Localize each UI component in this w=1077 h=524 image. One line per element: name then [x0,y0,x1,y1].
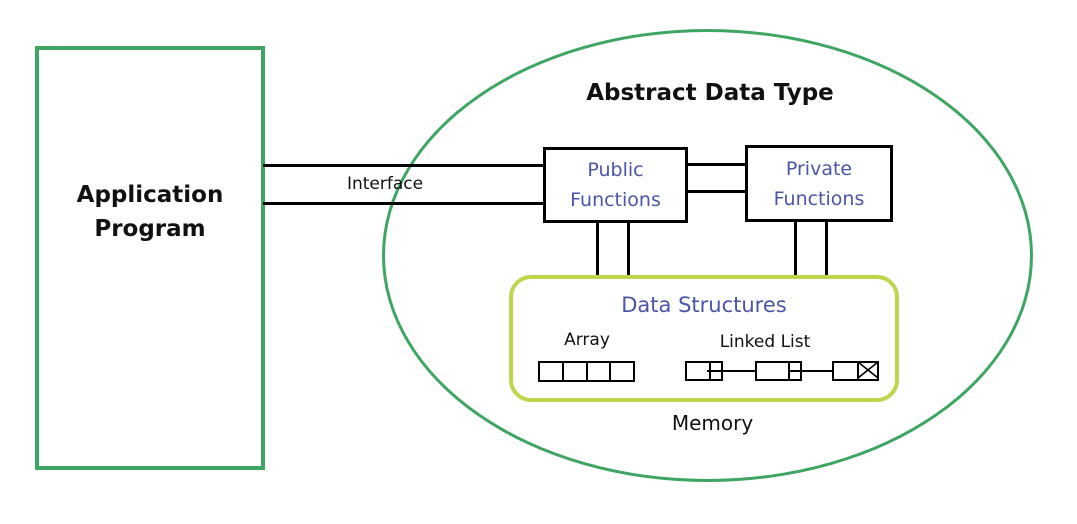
array-cell [564,363,588,380]
array-diagram [538,361,635,382]
public-functions-box: Public Functions [543,147,688,223]
private-datastructures-line-left [794,220,797,277]
application-program-label: Application Program [76,182,224,242]
public-private-line-top [686,163,747,166]
application-program-box [35,46,265,470]
array-label: Array [564,330,610,350]
linked-list-label: Linked List [719,332,811,352]
private-functions-box: Private Functions [745,145,893,222]
public-functions-label: Public Functions [570,159,661,211]
adt-ellipse-outline [382,29,1033,482]
array-cell [588,363,612,380]
interface-label: Interface [346,174,424,194]
interface-line-top [263,164,545,167]
adt-title: Abstract Data Type [586,80,834,106]
linked-list-node [832,361,879,381]
node-pointer-divider [857,363,859,379]
public-datastructures-line-left [596,221,599,277]
memory-label: Memory [671,411,754,435]
private-functions-label: Private Functions [773,157,865,210]
array-cell [611,363,633,380]
linked-list-link-line [789,370,834,372]
linked-list-link-line [707,370,757,372]
public-datastructures-line-right [627,221,630,277]
public-private-line-bottom [686,190,747,193]
interface-line-bottom [263,202,545,205]
array-cell [540,363,564,380]
data-structures-title: Data Structures [621,293,787,317]
private-datastructures-line-right [825,220,828,277]
null-pointer-x-icon [857,361,879,379]
